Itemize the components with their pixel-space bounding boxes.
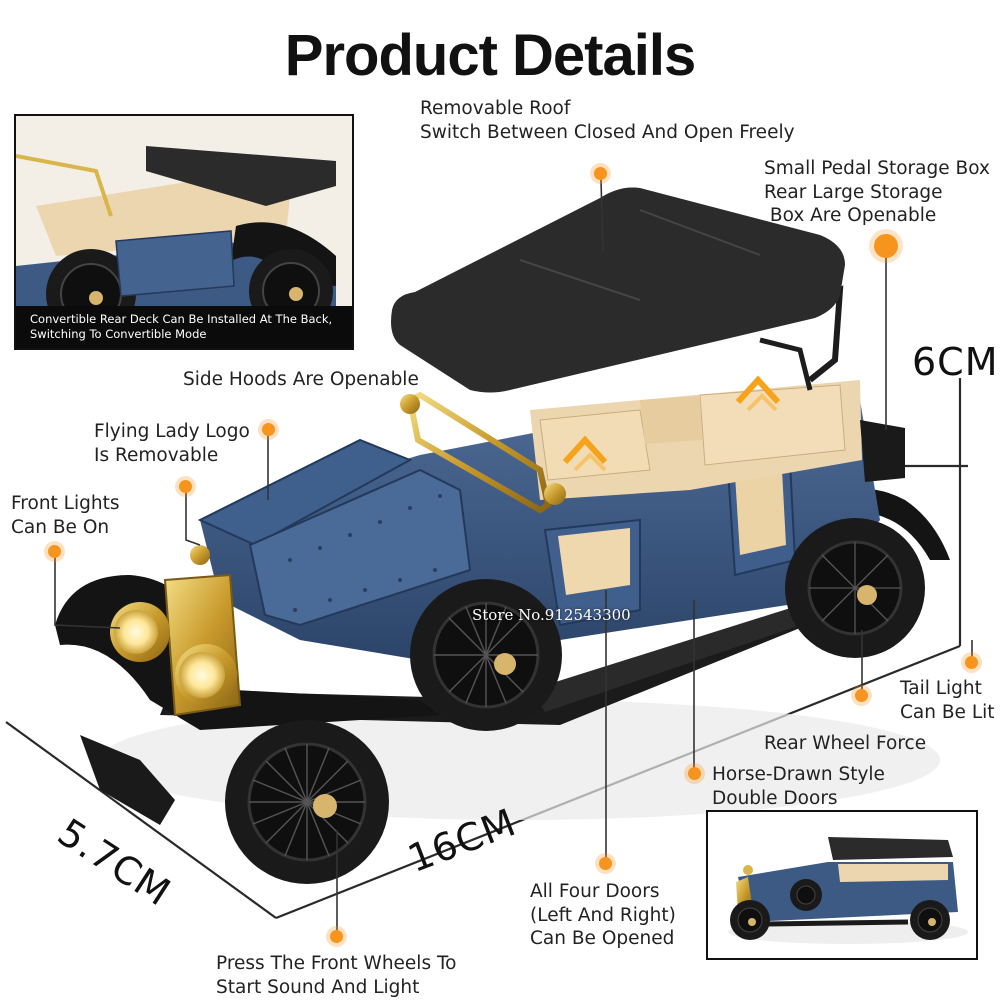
side-hood-open [197, 438, 413, 547]
callout-storage-line2: Rear Large Storage [764, 181, 943, 203]
rear-storage-box [860, 420, 905, 482]
mid-wheel [410, 579, 562, 731]
page-title: Product Details [284, 23, 696, 88]
inset-car-closed-illustration [708, 812, 976, 958]
callout-logo: Flying Lady Logo Is Removable [94, 420, 250, 467]
side-hood [248, 468, 472, 627]
inset-closed-roof-photo [706, 810, 978, 960]
inset-convertible-photo: Convertible Rear Deck Can Be Installed A… [14, 114, 354, 350]
inset-caption-line2: Switching To Convertible Mode [30, 327, 207, 341]
callout-tail-light: Tail Light Can Be Lit [900, 677, 995, 724]
callout-dot-horse-doors [688, 767, 701, 780]
callout-storage: Small Pedal Storage Box Rear Large Stora… [764, 157, 990, 228]
callout-dot-storage [874, 234, 898, 258]
rear-wheel [785, 518, 925, 658]
callout-front-lights-line2: Can Be On [11, 516, 110, 538]
callout-horse-doors: Horse-Drawn Style Double Doors [712, 763, 885, 810]
callout-horse-doors-line1: Horse-Drawn Style [712, 764, 885, 785]
front-wheel [225, 720, 389, 884]
callout-side-hoods: Side Hoods Are Openable [183, 369, 419, 390]
inset-caption: Convertible Rear Deck Can Be Installed A… [16, 306, 352, 348]
width-dimension-line [5, 721, 277, 919]
callout-roof: Removable Roof Switch Between Closed And… [420, 97, 795, 144]
callout-logo-line1: Flying Lady Logo [94, 421, 250, 442]
callout-four-doors-line2: (Left And Right) [530, 904, 676, 926]
callout-front-lights-line1: Front Lights [11, 493, 120, 514]
callout-leaders [54, 179, 973, 940]
callout-dot-four-doors [599, 857, 612, 870]
flying-lady-logo [190, 545, 210, 565]
callout-storage-line1: Small Pedal Storage Box [764, 158, 990, 179]
callout-horse-doors-line2: Double Doors [712, 787, 838, 809]
callout-logo-line2: Is Removable [94, 444, 219, 466]
callout-rear-wheel: Rear Wheel Force [764, 733, 927, 754]
callout-dot-roof [594, 167, 607, 180]
callout-tail-light-line2: Can Be Lit [900, 701, 995, 723]
callout-four-doors: All Four Doors (Left And Right) Can Be O… [530, 880, 676, 951]
store-watermark: Store No.912543300 [472, 606, 631, 624]
callout-front-wheels-line1: Press The Front Wheels To [216, 953, 457, 974]
callout-four-doors-line3: Can Be Opened [530, 928, 675, 949]
windscreen-frame [406, 391, 552, 514]
callout-dot-logo [262, 423, 275, 436]
callout-front-wheels-line2: Start Sound And Light [216, 976, 420, 998]
callout-dot-rear-wheel [855, 689, 868, 702]
callout-dot-tail-light [965, 656, 978, 669]
callout-tail-light-line1: Tail Light [900, 678, 982, 699]
callout-four-doors-line1: All Four Doors [530, 881, 660, 902]
callout-dot-side-hoods [179, 480, 192, 493]
callout-storage-line3: Box Are Openable [764, 205, 937, 226]
dimension-height: 6CM [912, 340, 999, 384]
callout-front-wheels: Press The Front Wheels To Start Sound An… [216, 952, 456, 999]
inset-caption-line1: Convertible Rear Deck Can Be Installed A… [30, 312, 333, 326]
callout-dot-front-lights [48, 545, 61, 558]
callout-roof-line1: Removable Roof [420, 98, 571, 119]
removable-roof [391, 187, 845, 393]
callout-roof-line2: Switch Between Closed And Open Freely [420, 121, 795, 143]
callout-front-lights: Front Lights Can Be On [11, 492, 119, 539]
callout-dot-front-wheels [330, 930, 343, 943]
